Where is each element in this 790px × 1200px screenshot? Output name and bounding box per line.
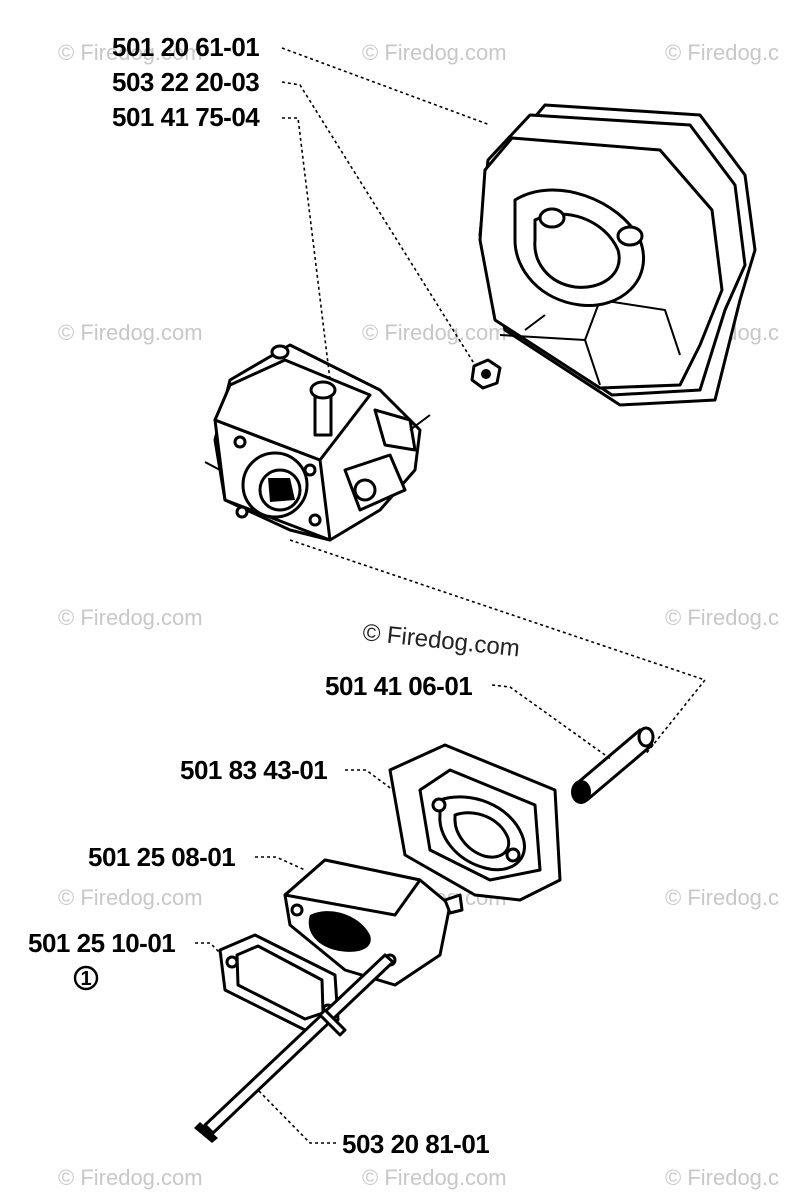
center-watermark: © Firedog.com xyxy=(361,619,521,662)
assembly-line xyxy=(289,539,706,681)
part-number-label[interactable]: 501 20 61-01 xyxy=(112,32,260,62)
part-number-label[interactable]: 501 25 10-01 xyxy=(28,928,176,958)
part-number-label[interactable]: 501 41 75-04 xyxy=(112,102,261,132)
part-number-label[interactable]: 503 20 81-01 xyxy=(342,1129,490,1159)
gasket-part[interactable] xyxy=(218,933,340,1032)
watermark-text: © Firedog.com xyxy=(362,40,507,65)
part-number-label[interactable]: 501 83 43-01 xyxy=(180,755,328,785)
air-filter-part[interactable] xyxy=(478,103,757,407)
part-number-label[interactable]: 501 25 08-01 xyxy=(88,842,236,872)
assembly-line xyxy=(644,679,706,756)
tube-part[interactable] xyxy=(571,726,655,804)
watermark-text: © Firedog.com xyxy=(362,320,507,345)
nut-part[interactable] xyxy=(470,358,502,390)
rod-part[interactable] xyxy=(194,953,395,1143)
watermark-text: © Firedog.c xyxy=(665,885,779,910)
watermark-text: © Firedog.c xyxy=(665,1165,779,1190)
watermark-text: © Firedog.com xyxy=(58,1165,203,1190)
part-number-label[interactable]: 501 41 06-01 xyxy=(325,671,473,701)
carburetor-part[interactable] xyxy=(204,343,431,542)
watermark-text: © Firedog.com xyxy=(362,1165,507,1190)
watermark-layer: © Firedog.com © Firedog.com © Firedog.c … xyxy=(58,40,779,1190)
watermark-text: © Firedog.c xyxy=(665,605,779,630)
leader-lines xyxy=(195,47,613,1144)
watermark-text: © Firedog.com xyxy=(58,605,203,630)
spacer-part[interactable] xyxy=(283,858,464,987)
part-labels: 501 20 61-01 503 22 20-03 501 41 75-04 5… xyxy=(28,32,490,1159)
intake-flange-part[interactable] xyxy=(388,743,562,902)
note-number: 1 xyxy=(80,968,91,990)
watermark-text: © Firedog.com xyxy=(58,320,203,345)
watermark-text: © Firedog.c xyxy=(665,40,779,65)
note-marker: 1 xyxy=(73,965,99,991)
watermark-text: © Firedog.com xyxy=(58,40,203,65)
part-number-label[interactable]: 503 22 20-03 xyxy=(112,67,260,97)
watermark-text: © Firedog.com xyxy=(58,885,203,910)
